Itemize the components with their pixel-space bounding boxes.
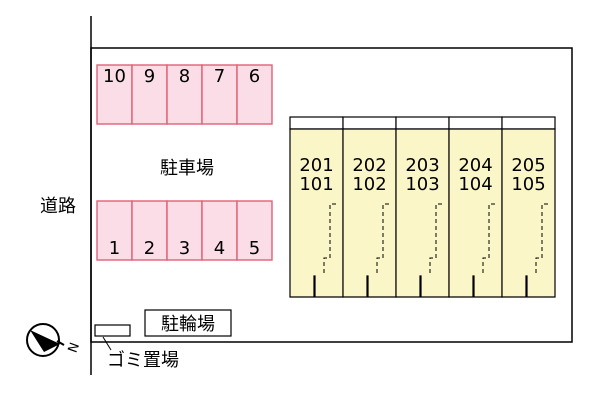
unit-number-lower: 104 — [458, 174, 492, 195]
bottom-space-2 — [131, 200, 168, 261]
unit-number-lower: 101 — [299, 174, 333, 195]
unit-entry-path — [429, 203, 442, 276]
parking-space-number: 4 — [214, 238, 225, 259]
bottom-space-4 — [201, 200, 238, 261]
parking-space-number: 7 — [214, 66, 225, 87]
unit-balcony — [395, 116, 450, 130]
unit-entry-path — [482, 203, 495, 276]
unit-number-upper: 202 — [352, 155, 386, 176]
bottom-space-1 — [96, 200, 133, 261]
unit-number-upper: 204 — [458, 155, 492, 176]
top-space-8 — [166, 64, 203, 125]
unit-number-upper: 205 — [511, 155, 545, 176]
unit-number-lower: 103 — [405, 174, 439, 195]
unit-number-lower: 102 — [352, 174, 386, 195]
unit-number-upper: 203 — [405, 155, 439, 176]
parking-space-number: 2 — [144, 238, 155, 259]
unit-balcony — [342, 116, 397, 130]
parking-space-number: 6 — [249, 66, 260, 87]
parking-space-number: 9 — [144, 66, 155, 87]
garbage-label: ゴミ置場 — [107, 350, 179, 371]
parking-space-number: 10 — [103, 66, 126, 87]
bottom-space-5 — [236, 200, 273, 261]
unit-entry-path — [323, 203, 336, 276]
parking-space-number: 8 — [179, 66, 190, 87]
bicycle-parking-label: 駐輪場 — [161, 314, 215, 335]
parking-label: 駐車場 — [160, 158, 214, 179]
unit-number-upper: 201 — [299, 155, 333, 176]
parking-space-number: 3 — [179, 238, 190, 259]
top-space-6 — [236, 64, 273, 125]
parking-space-number: 5 — [249, 238, 260, 259]
unit-balcony — [448, 116, 503, 130]
compass-icon: N — [26, 323, 83, 357]
bottom-space-3 — [166, 200, 203, 261]
road-label: 道路 — [40, 196, 76, 217]
unit-number-lower: 105 — [511, 174, 545, 195]
parking-row-bottom: 1 2 3 4 5 — [96, 200, 273, 261]
garbage-box — [94, 324, 131, 337]
top-space-7 — [201, 64, 238, 125]
unit-balcony — [289, 116, 344, 130]
parking-row-top: 10 9 8 7 6 — [96, 64, 273, 125]
site-boundary — [90, 47, 573, 343]
bicycle-parking-box — [144, 309, 232, 337]
compass-north-label: N — [66, 341, 83, 355]
parking-space-number: 1 — [109, 238, 120, 259]
garbage-leader-line — [102, 336, 112, 351]
unit-balcony — [501, 116, 556, 130]
unit-entry-path — [376, 203, 389, 276]
top-space-10 — [96, 64, 133, 125]
unit-entry-path — [535, 203, 548, 276]
